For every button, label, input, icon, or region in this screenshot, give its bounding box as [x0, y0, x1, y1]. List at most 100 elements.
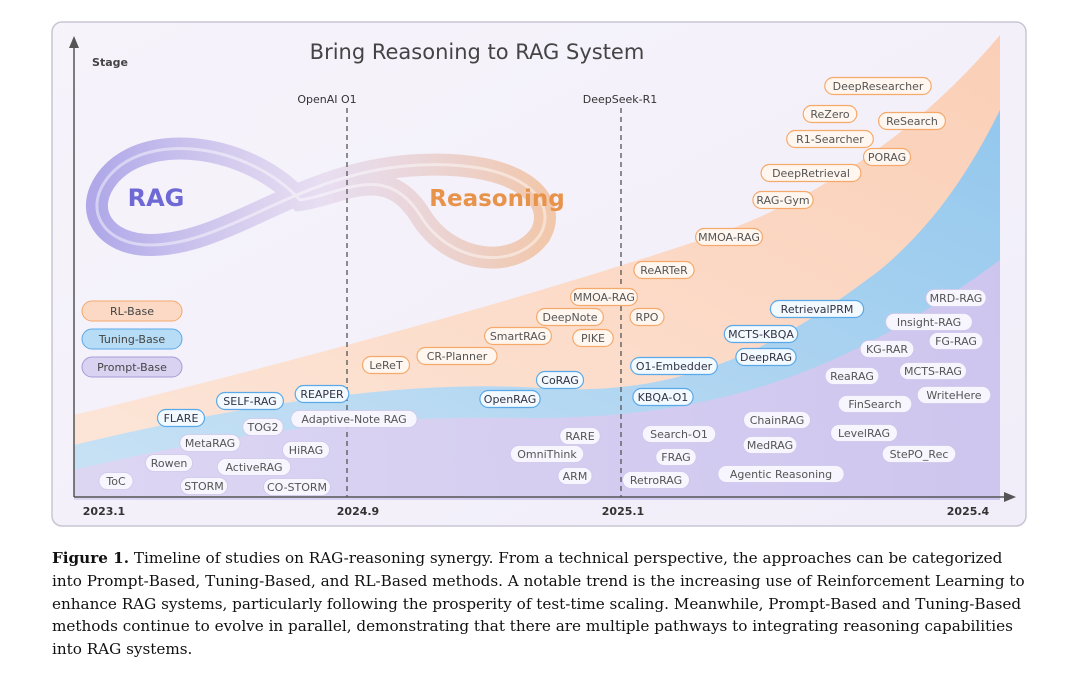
legend-rl-label: RL-Base [110, 305, 154, 318]
method-pill-retrorag [622, 471, 690, 489]
y-axis-label: Stage [92, 56, 128, 69]
method-pills: DeepResearcherReZeroReSearchR1-SearcherP… [98, 76, 992, 496]
method-pill-frag [655, 448, 697, 466]
method-pill-stepo-rec [881, 445, 957, 463]
method-label-stepo-rec: StePO_Rec [890, 448, 949, 461]
method-label-arm: ARM [563, 470, 588, 483]
method-label-rpo: RPO [636, 311, 659, 324]
method-label-pike: PIKE [581, 332, 605, 345]
method-label-omnithink: OmniThink [517, 448, 577, 461]
method-label-metarag: MetaRAG [185, 437, 235, 450]
method-label-storm: STORM [184, 480, 224, 493]
method-pill-activerag [216, 458, 292, 476]
method-label-co-storm: CO-STORM [267, 481, 327, 494]
method-pill-rowen [145, 454, 193, 472]
x-tick-2025-1: 2025.1 [602, 505, 644, 518]
method-pill-search-o1 [641, 425, 717, 443]
method-pill-fg-rag [928, 332, 984, 350]
method-label-openrag: OpenRAG [484, 393, 536, 406]
method-label-smartrag: SmartRAG [490, 330, 546, 343]
method-pill-rag-gym [752, 190, 814, 210]
method-pill-r1-searcher [786, 129, 874, 149]
method-label-rearag: ReaRAG [830, 370, 874, 383]
method-pill-mmoa-rag [694, 227, 763, 247]
method-label-adaptive-note-rag: Adaptive-Note RAG [301, 413, 406, 426]
method-pill-mmoa-rag [569, 287, 638, 307]
method-label-porag: PORAG [868, 151, 906, 164]
method-label-reaper: REAPER [300, 388, 344, 401]
method-label-insight-rag: Insight-RAG [897, 316, 961, 329]
method-pill-o1-embedder [630, 356, 718, 376]
method-pill-rare [559, 427, 601, 445]
method-label-deepresearcher: DeepResearcher [833, 80, 924, 93]
method-label-kbqa-o1: KBQA-O1 [638, 391, 689, 404]
method-pill-rearag [824, 367, 880, 385]
timeline-figure: RAG Reasoning Bring Reasoning to RAG Sys… [51, 21, 1027, 527]
reasoning-label: Reasoning [429, 186, 564, 212]
method-pill-mrd-rag [925, 289, 987, 307]
legend-tuning-swatch [81, 328, 183, 350]
method-label-r1-searcher: R1-Searcher [796, 133, 864, 146]
method-pill-arm [557, 467, 593, 485]
deepseek-r1-label: DeepSeek-R1 [583, 93, 658, 106]
method-pill-storm [180, 477, 228, 495]
method-label-chainrag: ChainRAG [750, 414, 804, 427]
x-axis-arrow-icon [1004, 492, 1016, 502]
method-label-levelrag: LevelRAG [838, 427, 890, 440]
method-pill-levelrag [830, 424, 898, 442]
method-pill-smartrag [484, 326, 553, 346]
method-pill-porag [862, 147, 912, 167]
method-label-flare: FLARE [164, 412, 199, 425]
caption-text: Timeline of studies on RAG-reasoning syn… [52, 549, 1025, 659]
method-pill-rpo [629, 307, 665, 327]
method-pill-kbqa-o1 [632, 387, 694, 407]
method-label-mcts-kbqa: MCTS-KBQA [728, 328, 794, 341]
method-label-mmoa-rag: MMOA-RAG [698, 231, 760, 244]
method-pill-reaper [294, 384, 350, 404]
method-label-activerag: ActiveRAG [225, 461, 282, 474]
method-label-medrag: MedRAG [747, 439, 793, 452]
method-label-rearter: ReARTeR [640, 264, 688, 277]
method-label-self-rag: SELF-RAG [223, 395, 276, 408]
method-pill-flare [156, 408, 206, 428]
method-pill-deeprag [735, 347, 797, 367]
method-label-rezero: ReZero [810, 108, 850, 121]
method-pill-deepnote [535, 307, 604, 327]
method-label-finsearch: FinSearch [848, 398, 901, 411]
method-pill-agentic-reasoning [717, 465, 845, 483]
legend: RL-Base Tuning-Base Prompt-Base [81, 300, 183, 378]
method-label-rowen: Rowen [151, 457, 188, 470]
method-pill-mcts-kbqa [723, 324, 799, 344]
method-pill-kg-rar [859, 340, 915, 358]
method-label-deeprag: DeepRAG [740, 351, 792, 364]
method-pill-self-rag [216, 391, 285, 411]
method-pill-corag [535, 370, 585, 390]
method-label-mcts-rag: MCTS-RAG [904, 365, 962, 378]
method-pill-deepresearcher [824, 76, 932, 96]
rag-label: RAG [128, 184, 185, 212]
method-label-frag: FRAG [661, 451, 690, 464]
method-label-research: ReSearch [886, 115, 938, 128]
method-pill-pike [572, 328, 614, 348]
method-pill-rearter [633, 260, 695, 280]
method-label-corag: CoRAG [541, 374, 578, 387]
method-label-deepretrieval: DeepRetrieval [772, 167, 850, 180]
method-label-rare: RARE [565, 430, 594, 443]
legend-prompt-swatch [81, 356, 183, 378]
legend-tuning-label: Tuning-Base [98, 333, 166, 346]
x-tick-2024-9: 2024.9 [337, 505, 379, 518]
method-label-agentic-reasoning: Agentic Reasoning [730, 468, 832, 481]
figure-title: Bring Reasoning to RAG System [310, 40, 645, 64]
method-pill-toc [98, 472, 134, 490]
method-pill-co-storm [263, 478, 331, 496]
x-tick-2023-1: 2023.1 [83, 505, 125, 518]
method-label-cr-planner: CR-Planner [427, 350, 488, 363]
method-pill-cr-planner [416, 346, 498, 366]
method-label-rag-gym: RAG-Gym [756, 194, 809, 207]
figure-caption: Figure 1. Timeline of studies on RAG-rea… [52, 547, 1032, 661]
method-pill-deepretrieval [760, 163, 862, 183]
method-pill-retrievalprm [769, 299, 865, 319]
method-pill-hirag [282, 441, 330, 459]
method-label-o1-embedder: O1-Embedder [636, 360, 713, 373]
method-label-kg-rar: KG-RAR [866, 343, 908, 356]
